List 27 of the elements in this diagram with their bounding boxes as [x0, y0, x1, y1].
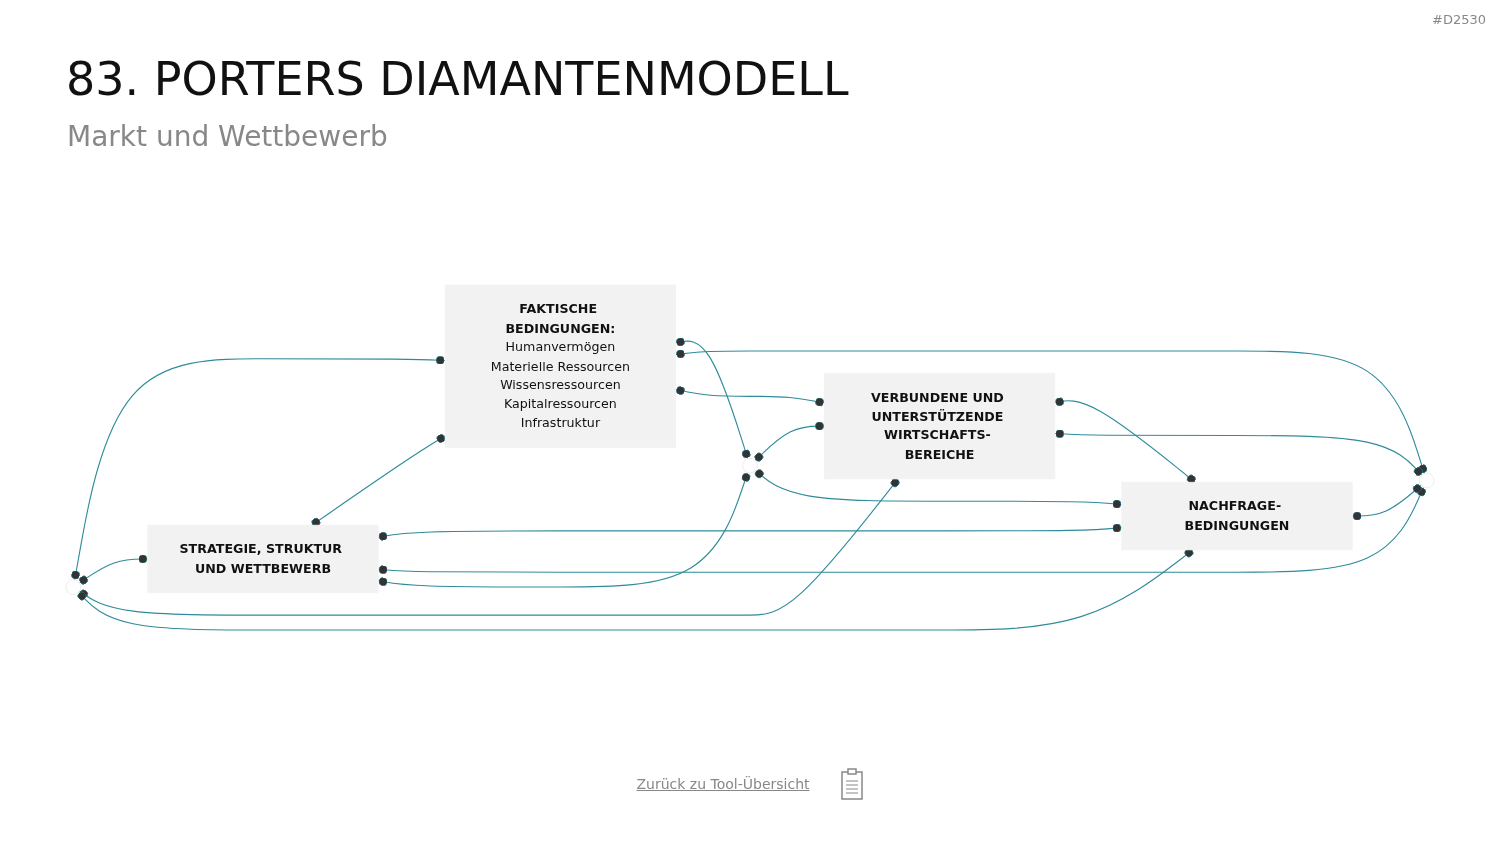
- subtitle: Markt und Wettbewerb: [67, 120, 388, 153]
- node-circle: [1418, 472, 1435, 489]
- connector: [377, 472, 751, 588]
- node-box: NACHFRAGE- BEDINGUNGEN: [1121, 481, 1353, 551]
- connector: [1351, 484, 1422, 521]
- connector: [675, 386, 825, 407]
- connector: [1054, 429, 1423, 476]
- connector: [71, 355, 446, 581]
- connector: [754, 421, 825, 462]
- node-box: STRATEGIE, STRUKTUR UND WETTBEWERB: [147, 524, 379, 594]
- connector: [377, 486, 1427, 575]
- connector: [78, 478, 900, 616]
- connector: [675, 337, 751, 460]
- connector: [311, 434, 446, 527]
- node-circle: [742, 457, 758, 474]
- connector: [1054, 397, 1196, 484]
- title: 83. PORTERS DIAMANTENMODELL: [66, 52, 849, 106]
- back-link: Zurück zu Tool-Übersicht: [636, 776, 810, 792]
- node-box: VERBUNDENE UND UNTERSTÜTZENDE WIRTSCHAFTS- BEREICHE: [824, 372, 1056, 480]
- document-code: #D2530: [1432, 12, 1486, 27]
- connector: [675, 349, 1428, 474]
- connector: [77, 548, 1194, 631]
- node-circle: [65, 579, 82, 595]
- node-box: FAKTISCHE BEDINGUNGEN: Humanvermögen Materielle Ressourcen Wissensressourcen Kapitalressourcen Infrastruktur: [444, 284, 676, 448]
- connector: [754, 469, 1123, 509]
- connector: [377, 523, 1123, 541]
- connector: [78, 554, 149, 585]
